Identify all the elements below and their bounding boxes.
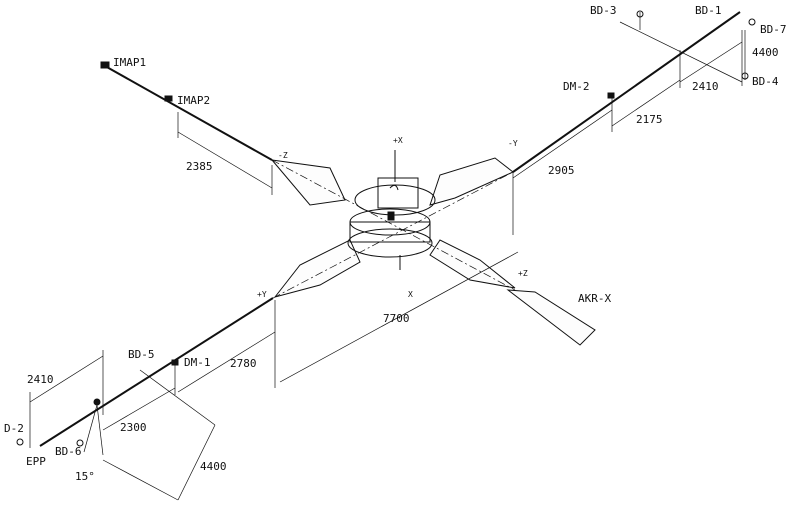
bd5-sensor-icon: [93, 398, 101, 406]
panel-right-lower: [429, 239, 516, 289]
solar-panels: [270, 157, 596, 346]
boom-minus-z: [104, 65, 273, 161]
imap2-sensor-icon: [164, 95, 173, 102]
body-base: [347, 228, 433, 258]
imap1-sensor-icon: [100, 61, 110, 69]
body-wall: [349, 221, 431, 243]
label-epp: EPP: [26, 455, 46, 468]
dim-2175: 2175: [636, 113, 663, 126]
label-bd5: BD-5: [128, 348, 155, 361]
bd3-antenna-icon: [636, 10, 644, 18]
label-bd4: BD-4: [752, 75, 779, 88]
label-bd3: BD-3: [590, 4, 617, 17]
panel-left-lower: [273, 239, 361, 298]
dim-7700: 7700: [383, 312, 410, 325]
crossbar-top: [619, 21, 743, 83]
instruments: [16, 10, 756, 447]
d2-antenna-icon: [16, 438, 24, 446]
panel-akr: [506, 289, 596, 346]
label-d2: D-2: [4, 422, 24, 435]
centerline-z: [271, 159, 516, 291]
label-akrx: AKR-X: [578, 292, 611, 305]
label-bd6: BD-6: [55, 445, 82, 458]
spacecraft-body: [347, 150, 436, 270]
booms: [39, 11, 743, 447]
dm2-sensor-icon: [607, 92, 615, 99]
axis-label-minus-y: -Y: [508, 139, 518, 148]
dim-4400-top: 4400: [752, 46, 779, 59]
body-detail: [389, 184, 399, 191]
axis-label-minus-z: -Z: [278, 151, 288, 160]
dim-2905: 2905: [548, 164, 575, 177]
bd4-antenna-icon: [741, 72, 749, 80]
boom-plus-y: [39, 297, 274, 447]
dim-2410-left: 2410: [27, 373, 54, 386]
dim-4400-bottom: 4400: [200, 460, 227, 473]
body-mark: [387, 211, 395, 221]
label-dm2: DM-2: [563, 80, 590, 93]
body-mid: [349, 208, 431, 236]
axis-label-plus-z: +Z: [518, 269, 528, 278]
labels: IMAP1 IMAP2 BD-3 BD-1 BD-7 BD-4 DM-2 BD-…: [4, 4, 787, 483]
centerline-y: [272, 171, 514, 299]
dim-angle-15: 15°: [75, 470, 95, 483]
label-dm1: DM-1: [184, 356, 211, 369]
dim-2780: 2780: [230, 357, 257, 370]
dim-2385: 2385: [186, 160, 213, 173]
dm1-sensor-icon: [171, 359, 179, 366]
axis-label-plus-x: +X: [393, 136, 403, 145]
bd7-antenna-icon: [748, 18, 756, 26]
dim-2410-top: 2410: [692, 80, 719, 93]
panel-right-upper: [429, 157, 514, 206]
label-imap1: IMAP1: [113, 56, 146, 69]
center-lines: [271, 159, 516, 299]
body-top-box: [377, 177, 419, 209]
label-bd7: BD-7: [760, 23, 787, 36]
bd6-antenna-icon: [76, 439, 84, 447]
label-imap2: IMAP2: [177, 94, 210, 107]
axis-label-plus-y: +Y: [257, 290, 267, 299]
dim-2300: 2300: [120, 421, 147, 434]
panel-left-upper: [270, 159, 346, 206]
axis-label-x: X: [408, 290, 413, 299]
boom-minus-y: [512, 11, 741, 173]
label-bd1: BD-1: [695, 4, 722, 17]
dimension-lines: [29, 30, 746, 501]
